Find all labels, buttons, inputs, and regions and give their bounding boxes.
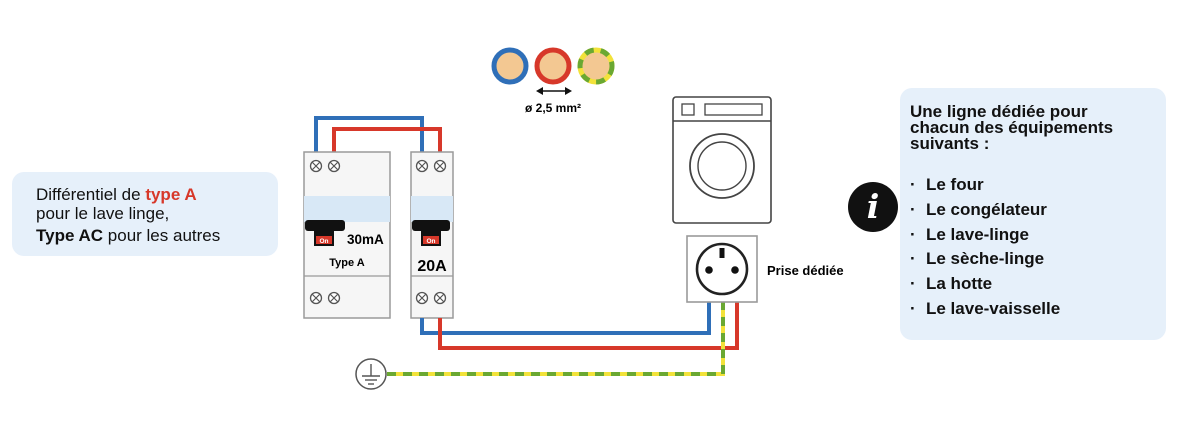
panel-title: Une ligne dédiée pour chacun des équipem… (910, 102, 1166, 153)
washing-machine-icon (672, 96, 772, 224)
differential-toggle: On (305, 220, 345, 246)
breaker-rating: 20A (417, 258, 447, 275)
terminal-screw-icon (415, 159, 447, 305)
list-item: ·La hotte (910, 274, 993, 294)
list-item: ·Le congélateur (910, 199, 1047, 219)
phase-top-wire (332, 127, 442, 152)
differential-rating: 30mA (347, 232, 384, 247)
cable-section-label: ø 2,5 mm² (525, 101, 581, 115)
equipment-list: ·Le four ·Le congélateur ·Le lave-linge … (910, 173, 1166, 322)
list-item: ·Le four (910, 175, 984, 194)
socket-icon (686, 235, 758, 303)
panel-title-line1: Une ligne dédiée pour (910, 102, 1088, 121)
earth-line-stripes (387, 302, 725, 376)
neutral-wire-section-icon (491, 47, 529, 85)
note-line2: pour le lave linge, (36, 204, 170, 223)
neutral-top-wire (314, 116, 424, 152)
note-type-a-highlight: type A (145, 185, 197, 204)
note-type-ac: Type AC (36, 226, 104, 245)
phase-line-wire (438, 302, 739, 350)
neutral-line-wire (420, 302, 711, 335)
breaker-on-label: On (426, 238, 435, 245)
circuit-breaker: On 20A (410, 151, 454, 319)
panel-title-line2: chacun des équipements (910, 118, 1114, 137)
double-arrow-icon (536, 87, 572, 95)
list-item: ·Le lave-vaisselle (910, 298, 1061, 318)
list-item: ·Le sèche-linge (910, 249, 1045, 269)
differential-switch: On 30mA Type A (303, 151, 391, 319)
earth-wire-stripes (577, 47, 615, 85)
earth-symbol-icon (355, 358, 387, 390)
breaker-toggle: On (412, 220, 450, 246)
phase-wire-section-icon (534, 47, 572, 85)
dedicated-lines-panel: Une ligne dédiée pour chacun des équipem… (900, 88, 1166, 340)
note-line1-prefix: Différentiel de (36, 185, 146, 204)
panel-title-line3: suivants : (910, 134, 990, 153)
differential-type-label: Type A (329, 257, 365, 269)
socket-label: Prise dédiée (767, 263, 844, 278)
cable-cross-sections: ø 2,5 mm² (491, 47, 615, 115)
differential-type-note: Différentiel de type A pour le lave ling… (12, 172, 278, 256)
differential-on-label: On (319, 238, 328, 245)
terminal-screw-icon (309, 159, 341, 305)
list-item: ·Le lave-linge (910, 224, 1029, 244)
note-line3-rest: pour les autres (103, 226, 221, 245)
info-icon: i (848, 182, 898, 232)
